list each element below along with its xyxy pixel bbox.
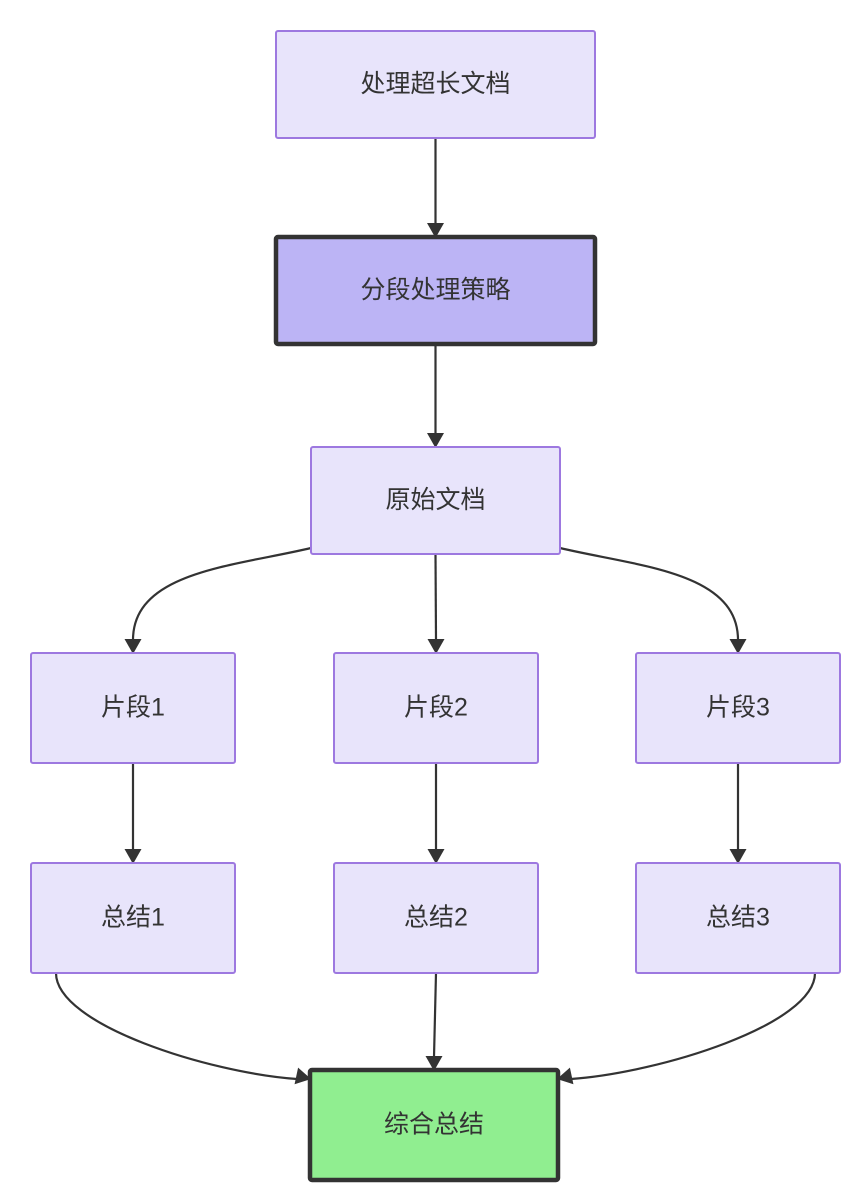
node-summary-3[interactable]: 总结3 bbox=[635, 862, 841, 974]
node-label: 处理超长文档 bbox=[360, 70, 510, 98]
edge-arrowhead bbox=[124, 849, 142, 864]
node-label: 片段2 bbox=[404, 694, 468, 722]
node-final-summary[interactable]: 综合总结 bbox=[307, 1067, 561, 1183]
edge-line bbox=[432, 972, 438, 1058]
edge-arrowhead bbox=[427, 223, 444, 238]
edge-curve bbox=[131, 546, 312, 641]
node-source-doc[interactable]: 原始文档 bbox=[310, 446, 561, 555]
node-label: 总结2 bbox=[404, 904, 468, 932]
edge-line bbox=[434, 553, 438, 641]
edge-arrowhead bbox=[729, 639, 747, 654]
node-label: 片段3 bbox=[706, 694, 770, 722]
node-label: 原始文档 bbox=[385, 486, 485, 514]
edge-layer bbox=[54, 138, 817, 1085]
node-box[interactable] bbox=[273, 234, 598, 347]
node-label: 总结1 bbox=[101, 904, 165, 932]
node-box[interactable] bbox=[310, 446, 561, 555]
node-long-doc[interactable]: 处理超长文档 bbox=[275, 30, 596, 139]
node-box[interactable] bbox=[635, 652, 841, 764]
node-chunk-strategy[interactable]: 分段处理策略 bbox=[273, 234, 598, 347]
node-label: 片段1 bbox=[101, 694, 165, 722]
edge-arrowhead bbox=[557, 1067, 574, 1085]
node-label: 综合总结 bbox=[384, 1111, 484, 1139]
edge-arrowhead bbox=[425, 1056, 443, 1071]
node-fragment-2[interactable]: 片段2 bbox=[333, 652, 539, 764]
node-fragment-1[interactable]: 片段1 bbox=[30, 652, 236, 764]
node-summary-1[interactable]: 总结1 bbox=[30, 862, 236, 974]
edge-curve bbox=[559, 546, 740, 641]
node-fragment-3[interactable]: 片段3 bbox=[635, 652, 841, 764]
node-box[interactable] bbox=[333, 652, 539, 764]
edge-curve bbox=[54, 972, 298, 1081]
edge-arrowhead bbox=[427, 849, 445, 864]
edge-arrowhead bbox=[294, 1067, 311, 1085]
edge-arrowhead bbox=[124, 639, 142, 654]
edge-arrowhead bbox=[427, 433, 444, 448]
node-box[interactable] bbox=[30, 862, 236, 974]
edge-arrowhead bbox=[729, 849, 747, 864]
edge-curve bbox=[570, 972, 817, 1081]
edge-arrowhead bbox=[427, 639, 445, 654]
node-label: 总结3 bbox=[706, 904, 770, 932]
node-summary-2[interactable]: 总结2 bbox=[333, 862, 539, 974]
node-box[interactable] bbox=[635, 862, 841, 974]
node-box[interactable] bbox=[307, 1067, 561, 1183]
node-box[interactable] bbox=[30, 652, 236, 764]
node-label: 分段处理策略 bbox=[360, 276, 510, 304]
node-box[interactable] bbox=[275, 30, 596, 139]
node-box[interactable] bbox=[333, 862, 539, 974]
